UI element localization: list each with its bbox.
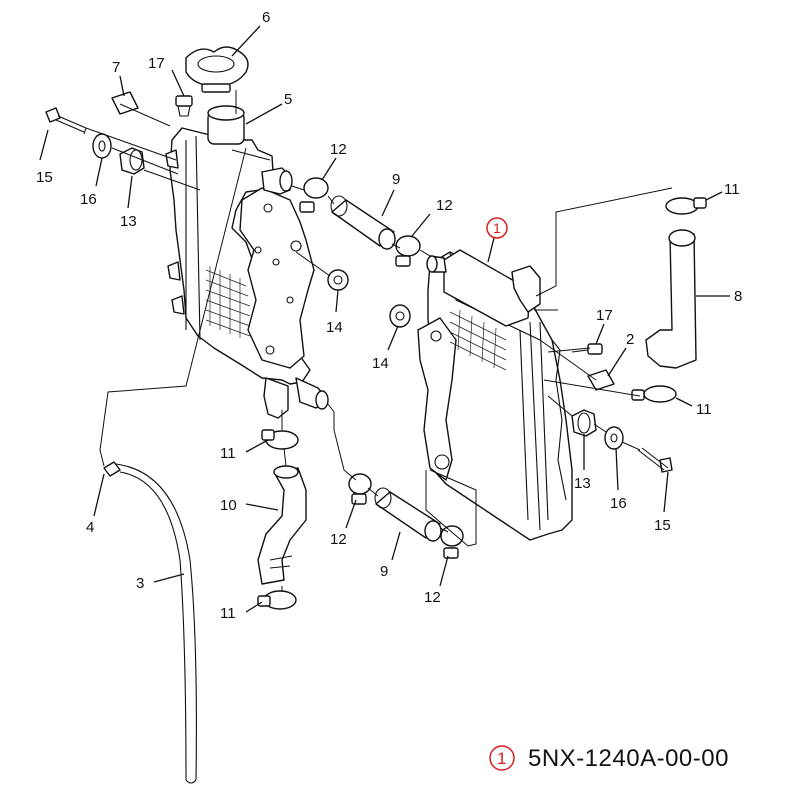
clamp-11-top-right xyxy=(665,197,707,215)
callout-8: 8 xyxy=(734,288,742,305)
callout-11-lower-right: 11 xyxy=(696,401,712,418)
bolt-17-right xyxy=(571,343,603,355)
callout-5: 5 xyxy=(284,91,292,108)
callout-1-circle xyxy=(486,217,508,239)
callout-2: 2 xyxy=(626,331,634,348)
clamp-12-c xyxy=(348,473,372,505)
clamp-12-d xyxy=(440,525,464,559)
callout-13-left: 13 xyxy=(120,213,137,230)
part-number-legend: 1 5NX-1240A-00-00 xyxy=(489,745,729,772)
callout-3: 3 xyxy=(136,575,144,592)
hose-9-upper xyxy=(330,195,396,250)
leader-lines xyxy=(39,25,730,613)
callout-13-right: 13 xyxy=(574,475,591,492)
callout-12-d: 12 xyxy=(424,589,441,606)
legend-part-number: 5NX-1240A-00-00 xyxy=(528,745,729,772)
grommet-14-left xyxy=(327,269,349,291)
callout-17-right: 17 xyxy=(596,307,613,324)
hose-8 xyxy=(645,229,697,369)
callout-12-a: 12 xyxy=(330,141,347,158)
radiator-cap xyxy=(185,46,249,93)
assembly-lines xyxy=(85,90,673,592)
callout-11-top-right: 11 xyxy=(724,181,740,198)
callout-12-b: 12 xyxy=(436,197,453,214)
callout-10: 10 xyxy=(220,497,237,514)
callout-9-lower: 9 xyxy=(380,563,388,580)
clamp-12-a xyxy=(299,177,329,213)
callout-11-bottom-left: 11 xyxy=(220,605,236,622)
callout-14-left: 14 xyxy=(326,319,343,336)
bolt-15-left xyxy=(45,107,87,135)
hose-9-lower xyxy=(374,487,442,542)
callout-17-top: 17 xyxy=(148,55,165,72)
washer-16-left xyxy=(92,133,112,159)
grommet-14-right xyxy=(389,304,411,328)
bolt-17-top xyxy=(175,95,193,117)
left-radiator xyxy=(165,105,329,419)
callout-16-left: 16 xyxy=(80,191,97,208)
callout-4: 4 xyxy=(86,519,94,536)
grommet-13-right xyxy=(571,409,597,437)
clamp-11-left xyxy=(261,429,299,450)
legend-marker: 1 xyxy=(497,749,506,768)
rubber-pad-2 xyxy=(587,369,615,391)
clamp-12-b xyxy=(395,235,421,267)
hose-10 xyxy=(257,465,307,585)
grommet-13-left xyxy=(119,147,145,175)
callout-12-c: 12 xyxy=(330,531,347,548)
clip-4 xyxy=(103,461,121,477)
callout-15-left: 15 xyxy=(36,169,53,186)
callout-11-left: 11 xyxy=(220,445,236,462)
callout-9-upper: 9 xyxy=(392,171,400,188)
callout-14-right: 14 xyxy=(372,355,389,372)
right-radiator xyxy=(417,249,573,541)
washer-16-right xyxy=(604,426,624,450)
callout-7: 7 xyxy=(112,59,120,76)
callout-1: 1 xyxy=(493,220,501,236)
callout-16-right: 16 xyxy=(610,495,627,512)
clamp-11-lower-right xyxy=(631,385,677,403)
clamp-11-bottom-left xyxy=(257,590,297,610)
overflow-tube-3 xyxy=(115,463,197,784)
bolt-15-right xyxy=(637,447,673,473)
callout-15-right: 15 xyxy=(654,517,671,534)
callout-labels: 6 7 17 5 15 16 13 12 9 12 14 14 1 11 8 1… xyxy=(36,9,742,622)
callout-6: 6 xyxy=(262,9,270,26)
legend-marker-circle xyxy=(489,745,515,771)
